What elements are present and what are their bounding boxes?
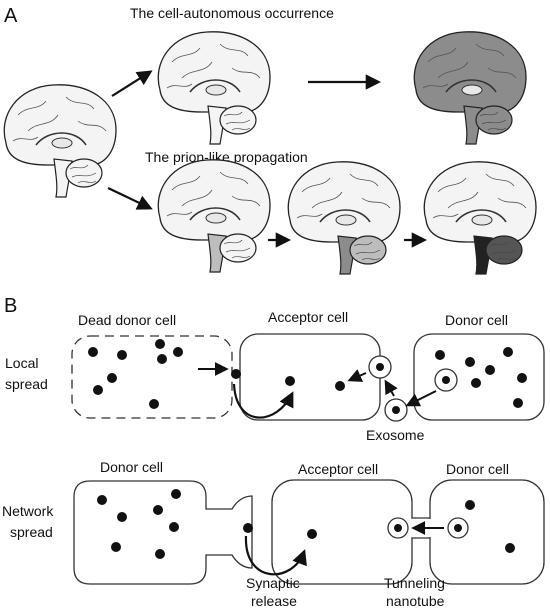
particle: [231, 369, 241, 379]
particle: [513, 398, 523, 408]
donor-cell-network-left: [73, 480, 253, 585]
donor-cell-label-local: Donor cell: [445, 312, 508, 328]
particle: [505, 543, 515, 553]
particle: [392, 406, 400, 414]
particle: [173, 347, 183, 357]
particle: [111, 542, 121, 552]
dead-donor-particles: [88, 339, 183, 409]
arrow-exosome-release: [405, 390, 437, 407]
particle: [454, 524, 462, 532]
local-spread-label-1: Local: [5, 355, 38, 371]
particle: [285, 376, 295, 386]
particle: [465, 357, 475, 367]
particle: [155, 339, 165, 349]
particle: [243, 523, 253, 533]
arrow-exosome-fuse: [384, 379, 398, 397]
prion-like-title: The prion-like propagation: [145, 149, 308, 165]
arrow-origin-to-bottom: [107, 187, 153, 210]
network-spread-label-1: Network: [2, 503, 54, 519]
network-spread-label-2: spread: [10, 524, 53, 540]
particle: [517, 373, 527, 383]
particle: [435, 350, 445, 360]
particle: [117, 512, 127, 522]
dead-donor-cell-label: Dead donor cell: [78, 312, 176, 328]
panel-a-label: A: [4, 5, 18, 27]
arrow-synaptic-release: [244, 535, 307, 576]
arrow-uptake-local: [232, 383, 294, 419]
particle: [471, 378, 481, 388]
local-spread-label-2: spread: [5, 376, 48, 392]
particle: [442, 376, 450, 384]
particle: [465, 500, 475, 510]
particle: [394, 524, 402, 532]
particle: [97, 495, 107, 505]
dead-donor-cell: [71, 335, 233, 419]
brain-origin: [3, 84, 117, 198]
particle: [376, 363, 384, 371]
particle: [117, 350, 127, 360]
acceptor-cell-label-network: Acceptor cell: [298, 461, 378, 477]
particle: [88, 347, 98, 357]
particle: [503, 347, 513, 357]
particle: [335, 381, 345, 391]
particle: [149, 399, 159, 409]
brain-bottom-3: [423, 161, 537, 275]
particle: [485, 365, 495, 375]
acceptor-cell-label-local: Acceptor cell: [268, 309, 348, 325]
donor-cell-network-right: [429, 479, 545, 585]
arrow-origin-to-top: [111, 70, 153, 97]
cell-autonomous-title: The cell-autonomous occurrence: [130, 5, 334, 21]
brain-bottom-1: [157, 159, 271, 273]
tunneling-label-1: Tunneling: [384, 575, 445, 591]
tunneling-label-2: nanotube: [386, 593, 445, 609]
donor-cell-label-network-right: Donor cell: [446, 461, 509, 477]
particle: [157, 354, 167, 364]
brain-top-2-affected: [413, 31, 527, 145]
synaptic-label-1: Synaptic: [246, 575, 300, 591]
particle: [171, 489, 181, 499]
panel-b-label: B: [4, 295, 17, 317]
exosome-label: Exosome: [366, 427, 425, 443]
particle: [107, 373, 117, 383]
brain-bottom-2: [287, 161, 401, 275]
particle: [307, 529, 317, 539]
brain-top-1: [157, 31, 271, 145]
donor-cell-label-network-left: Donor cell: [100, 459, 163, 475]
particle: [169, 522, 179, 532]
particle: [155, 549, 165, 559]
particle: [93, 385, 103, 395]
synaptic-label-2: release: [251, 593, 297, 609]
particle: [153, 505, 163, 515]
arrow-exosome-entry: [347, 369, 367, 382]
